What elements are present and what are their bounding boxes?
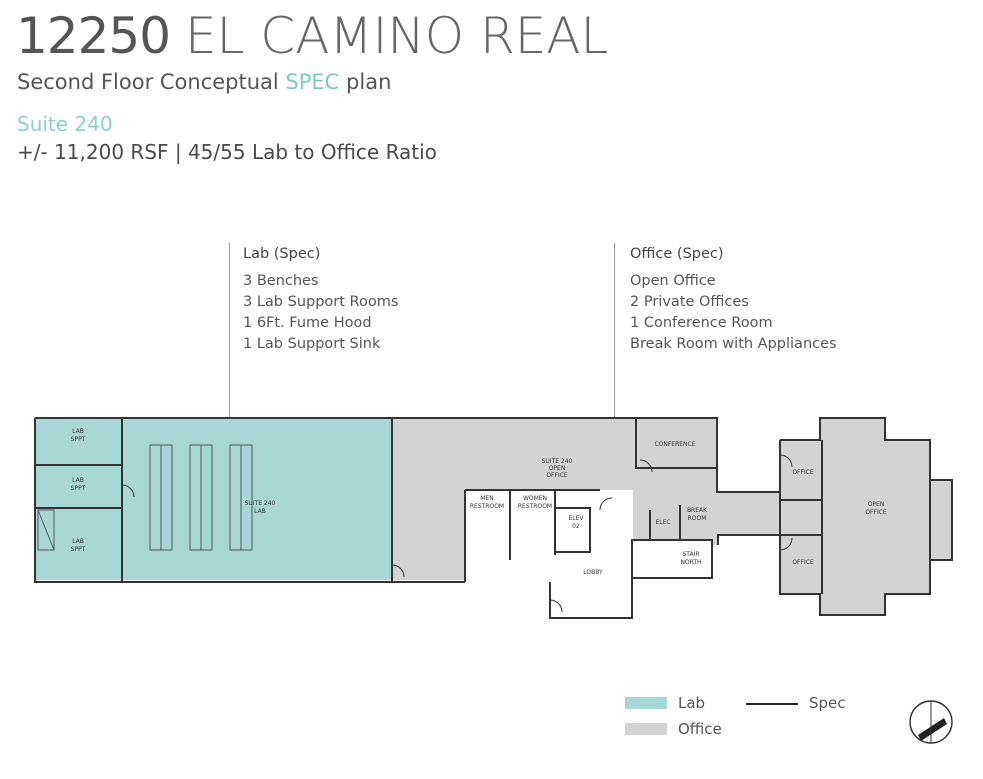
lab-spec-item: 3 Lab Support Rooms <box>243 294 399 310</box>
stair-area <box>632 540 712 578</box>
open-office-label: OFFICE <box>865 509 887 516</box>
men-restroom-label: RESTROOM <box>470 503 504 510</box>
men-restroom-label: MEN <box>480 495 493 502</box>
subtitle-accent: SPEC <box>285 70 340 94</box>
suite-office-label: OPEN <box>549 465 566 472</box>
subtitle-prefix: Second Floor Conceptual <box>17 70 286 94</box>
suite-lab-label: SUITE 240 <box>245 500 276 507</box>
office-spec-item: Open Office <box>630 273 716 289</box>
office-callout-line <box>614 243 615 433</box>
office-spec-item: 2 Private Offices <box>630 294 749 310</box>
elevator-label: 02 <box>572 523 580 530</box>
suite-office-label: OFFICE <box>546 472 568 479</box>
lab-sppt-label: SPPT <box>71 546 86 553</box>
open-office-label: OPEN <box>868 501 885 508</box>
lab-spec-item: 1 Lab Support Sink <box>243 336 381 352</box>
lab-spec-block: Lab (Spec) 3 Benches 3 Lab Support Rooms… <box>243 244 398 355</box>
lab-sppt-label: SPPT <box>71 485 86 492</box>
lab-sppt-label: LAB <box>72 428 84 435</box>
lab-spec-heading: Lab (Spec) <box>243 246 321 262</box>
suite-office-label: SUITE 240 <box>542 458 573 465</box>
north-arrow-icon <box>909 700 953 744</box>
lab-callout-line <box>229 243 230 433</box>
office-spec-block: Office (Spec) Open Office 2 Private Offi… <box>630 244 837 355</box>
legend-spec-label: Spec <box>809 694 846 712</box>
suite-label: Suite 240 <box>17 112 113 136</box>
subtitle-suffix: plan <box>339 70 392 94</box>
office-spec-item: 1 Conference Room <box>630 315 773 331</box>
lab-sppt-label: LAB <box>72 477 84 484</box>
elevator-label: ELEV <box>568 515 584 522</box>
stair-label: STAIR <box>682 551 699 558</box>
office-spec-item: Break Room with Appliances <box>630 336 837 352</box>
conference-label: CONFERENCE <box>654 441 695 448</box>
area-summary: +/- 11,200 RSF | 45/55 Lab to Office Rat… <box>17 140 437 164</box>
lab-spec-item: 3 Benches <box>243 273 319 289</box>
lab-spec-item: 1 6Ft. Fume Hood <box>243 315 372 331</box>
suite-lab-label: LAB <box>254 508 266 515</box>
legend-office-swatch <box>625 723 667 735</box>
legend-lab-swatch <box>625 697 667 709</box>
legend-lab-label: Lab <box>678 694 706 712</box>
legend-office-label: Office <box>678 720 722 738</box>
office-label: OFFICE <box>792 469 814 476</box>
stair-label: NORTH <box>680 559 701 566</box>
page-title: 12250 EL CAMINO REAL <box>16 6 608 66</box>
break-room-label: BREAK <box>687 507 708 514</box>
elec-label: ELEC <box>655 519 670 526</box>
office-label: OFFICE <box>792 559 814 566</box>
women-restroom-label: WOMEN <box>523 495 547 502</box>
lobby-label: LOBBY <box>583 569 603 576</box>
office-spec-heading: Office (Spec) <box>630 246 724 262</box>
lab-sppt-label: LAB <box>72 538 84 545</box>
lab-area <box>35 418 392 580</box>
address-street: EL CAMINO REAL <box>184 7 609 65</box>
legend-spec-line <box>746 703 798 705</box>
break-room-label: ROOM <box>688 515 707 522</box>
plan-subtitle: Second Floor Conceptual SPEC plan <box>17 70 391 94</box>
office-wing-area <box>780 418 952 615</box>
women-restroom-label: RESTROOM <box>518 503 552 510</box>
address-number: 12250 <box>16 7 171 65</box>
lab-sppt-label: SPPT <box>71 436 86 443</box>
